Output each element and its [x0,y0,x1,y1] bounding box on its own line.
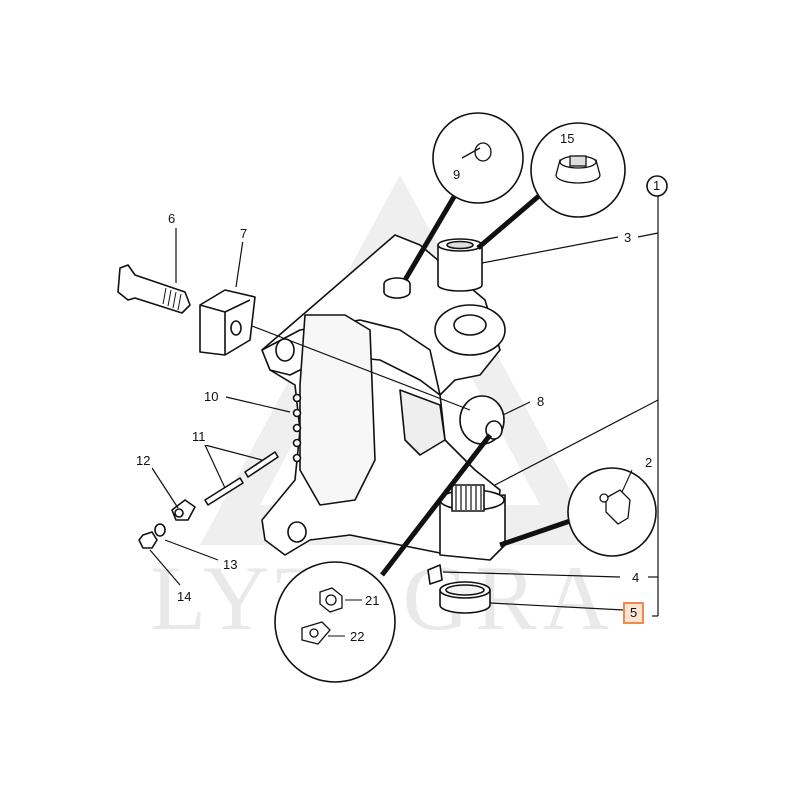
detail-circle-21-22 [274,561,396,683]
callout-4[interactable]: 4 [630,570,642,586]
stud-11b [204,477,244,506]
callout-5-selected[interactable]: 5 [622,602,645,624]
callout-22[interactable]: 22 [348,629,367,645]
callout-circle-1 [646,175,668,197]
detail-circle-9 [432,112,524,204]
callout-21[interactable]: 21 [363,593,382,609]
callout-9[interactable]: 9 [453,167,461,182]
plate-7 [199,289,256,356]
stud-11a [244,451,279,478]
callout-15[interactable]: 15 [560,131,575,146]
side-nipples [292,393,302,463]
callout-8[interactable]: 8 [535,394,547,410]
callout-11[interactable]: 11 [190,429,208,445]
callout-7[interactable]: 7 [238,226,250,242]
callout-10[interactable]: 10 [202,389,221,405]
nipple-detail-2 [605,489,631,525]
nipple-4 [427,564,443,585]
bracket-web [299,314,376,506]
washer-13 [154,523,166,537]
callout-3[interactable]: 3 [622,230,634,246]
callout-12[interactable]: 12 [134,453,153,469]
bushing-3 [437,244,483,292]
top-eye-hole [453,314,487,336]
callout-13[interactable]: 13 [221,557,240,573]
bolt-6 [117,264,191,314]
callout-2[interactable]: 2 [643,455,655,471]
bracket-hole-lower [287,521,307,543]
callout-1[interactable]: 1 [653,178,661,193]
callout-6[interactable]: 6 [166,211,178,227]
bracket-hole-left [275,338,295,362]
splined-shaft [451,484,485,512]
bracket-inner [399,389,446,456]
nut-14 [138,531,158,549]
callout-14[interactable]: 14 [175,589,194,605]
